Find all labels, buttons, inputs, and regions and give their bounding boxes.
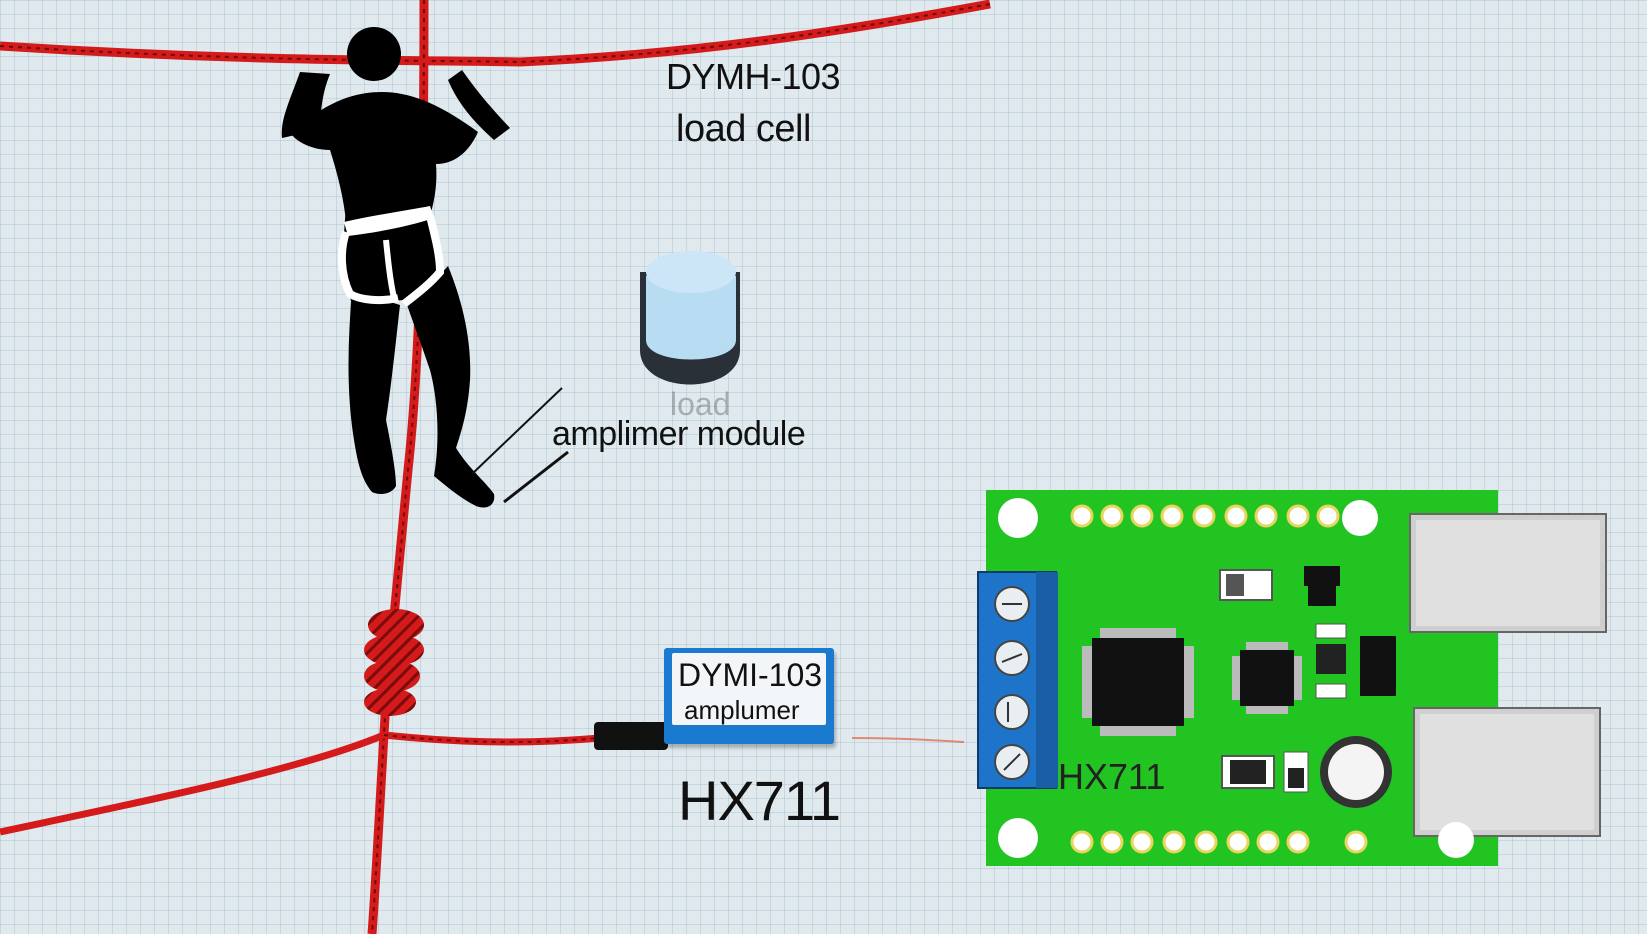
amplifier-label-line2: amplumer xyxy=(684,695,800,725)
terminal-block xyxy=(977,571,1058,789)
rope-lower-right xyxy=(383,731,601,746)
rope-group xyxy=(0,0,991,934)
pcb-hx711-label: HX711 xyxy=(1058,756,1166,797)
load-cell-icon xyxy=(640,251,740,385)
climber-silhouette-icon xyxy=(281,27,510,508)
rope-top xyxy=(0,0,991,67)
hx711-board-icon xyxy=(977,490,1607,866)
pin-header-top xyxy=(1070,504,1340,528)
rope-lower-left xyxy=(0,731,386,836)
pointer-lines xyxy=(471,387,569,504)
smd-components xyxy=(1219,566,1396,793)
amplifier-label-line1: DYMI-103 xyxy=(678,657,823,693)
amplifier-box-icon xyxy=(594,722,965,750)
capacitor-icon xyxy=(1320,736,1392,808)
rope-knot-icon xyxy=(364,609,424,716)
hx711-caption: HX711 xyxy=(678,769,841,832)
secondary-chip xyxy=(1232,642,1302,714)
amplifier-box: DYMI-103 amplumer xyxy=(664,648,834,744)
amplifier-box-label: DYMI-103 amplumer xyxy=(672,653,826,725)
load-cell-title-line2: load cell xyxy=(676,108,811,150)
load-cell-title-line1: DYMH-103 xyxy=(666,56,841,97)
main-chip xyxy=(1082,628,1194,736)
amplifier-module-label: amplimer module xyxy=(552,415,806,453)
faint-overlay-text: load xyxy=(670,386,731,422)
pin-header-bottom xyxy=(1070,830,1368,854)
